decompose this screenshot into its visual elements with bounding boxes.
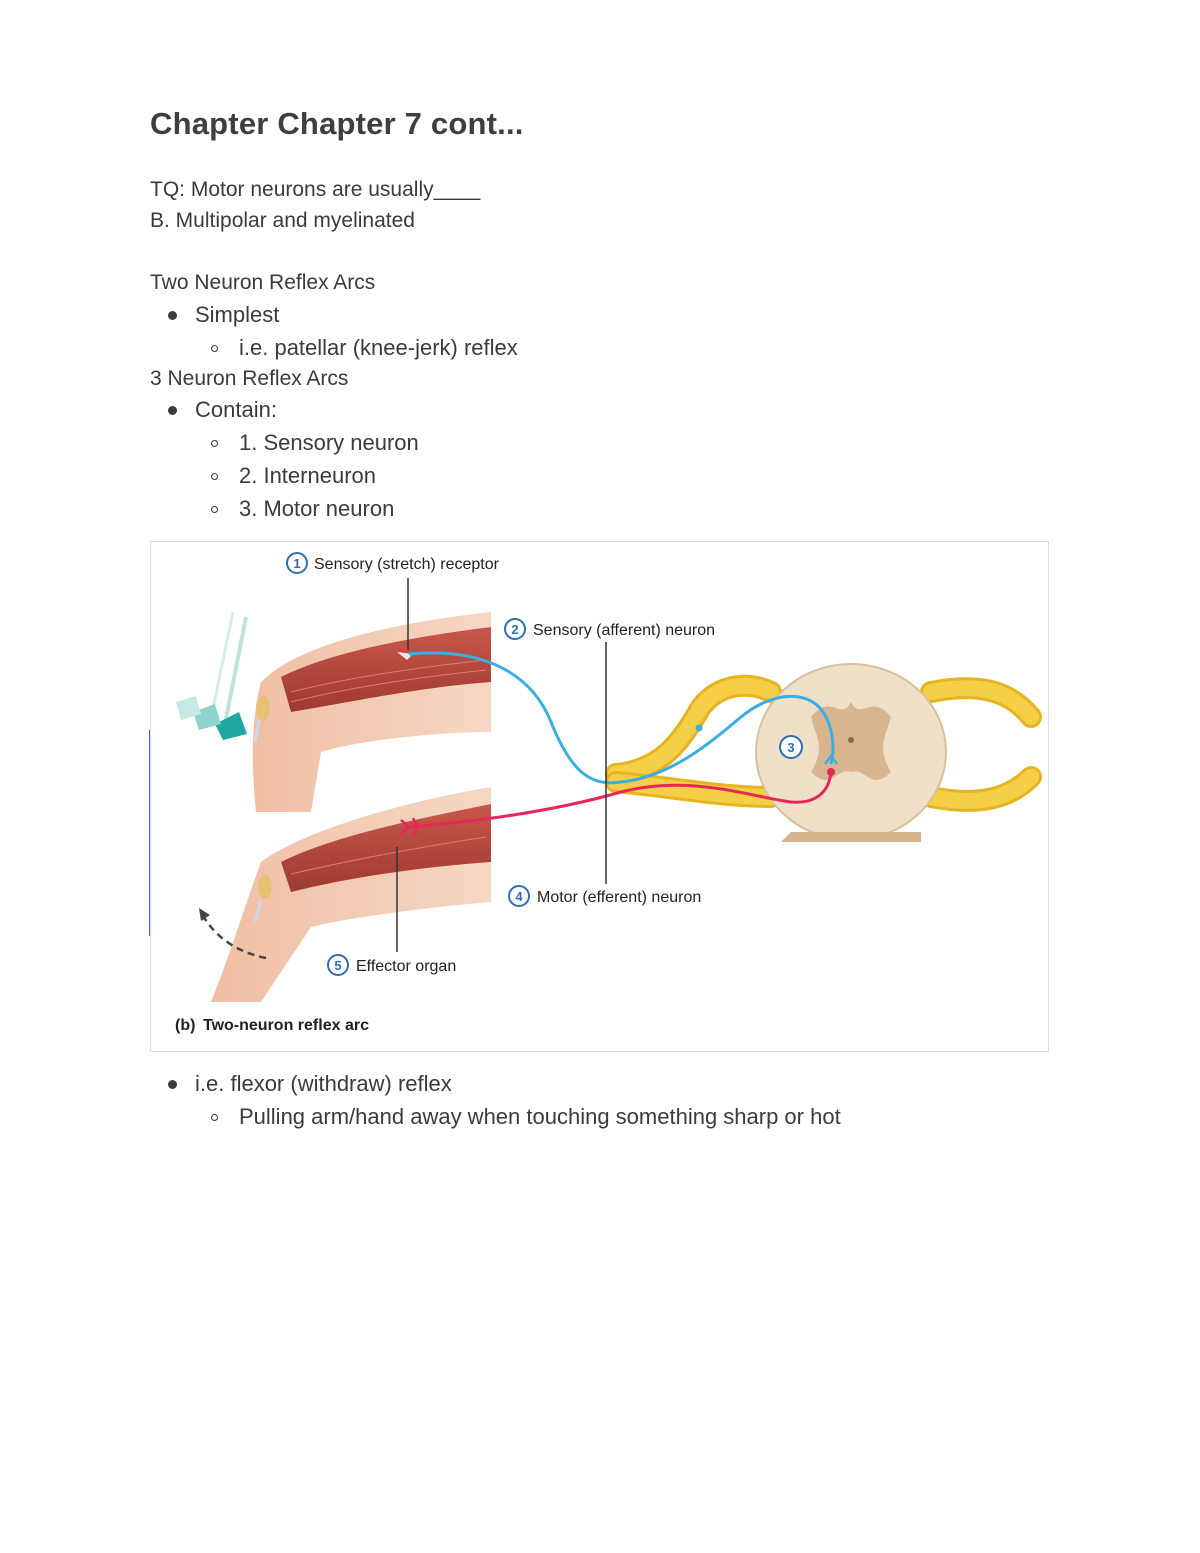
flexor-bullet: i.e. flexor (withdraw) reflex [195, 1071, 452, 1096]
motor-neuron-path [408, 771, 833, 829]
label-text: Motor (efferent) neuron [537, 889, 701, 906]
bullet-circle-icon [211, 506, 218, 513]
three-neuron-item: 1. Sensory neuron [239, 430, 419, 455]
upper-leg-illustration [252, 612, 491, 812]
bullet-dot-icon [168, 311, 177, 320]
sensory-neuron-path [408, 651, 835, 785]
three-neuron-item: 3. Motor neuron [239, 496, 395, 521]
reflex-hammer-icon [176, 611, 248, 740]
lower-leg-illustration [199, 787, 491, 1002]
three-neuron-item: 2. Interneuron [239, 463, 376, 488]
label-sensory-neuron: 2 Sensory (afferent) neuron [504, 618, 715, 640]
figure-caption-prefix: (b) [175, 1017, 195, 1034]
label-text: Sensory (afferent) neuron [533, 622, 715, 639]
bullet-circle-icon [211, 345, 218, 352]
figure-caption: Two-neuron reflex arc [203, 1017, 369, 1034]
reflex-arc-figure: 1 Sensory (stretch) receptor 2 Sensory (… [150, 541, 1049, 1052]
sensory-cell-body [695, 724, 703, 732]
label-sensory-receptor: 1 Sensory (stretch) receptor [286, 552, 500, 574]
two-neuron-bullet: Simplest [195, 302, 280, 327]
bullet-circle-icon [211, 440, 218, 447]
label-number: 1 [293, 556, 300, 571]
flexor-sub: Pulling arm/hand away when touching some… [239, 1104, 841, 1129]
label-number: 4 [515, 889, 523, 904]
spinal-nerve-illustration [605, 674, 1042, 812]
two-neuron-sub: i.e. patellar (knee-jerk) reflex [239, 335, 518, 360]
three-neuron-bullet: Contain: [195, 397, 277, 422]
label-number: 2 [511, 622, 518, 637]
reflex-arc-illustration: 1 Sensory (stretch) receptor 2 Sensory (… [175, 552, 1042, 1034]
motor-cell-body [827, 768, 835, 776]
page-title: Chapter Chapter 7 cont... [150, 106, 524, 141]
label-text: Effector organ [356, 958, 456, 975]
bullet-dot-icon [168, 1080, 177, 1089]
bullet-circle-icon [211, 473, 218, 480]
label-effector-organ: 5 Effector organ [327, 954, 456, 976]
tq-answer: B. Multipolar and myelinated [150, 209, 415, 232]
two-neuron-heading: Two Neuron Reflex Arcs [150, 271, 376, 294]
three-neuron-heading: 3 Neuron Reflex Arcs [150, 367, 349, 390]
label-number: 5 [334, 958, 341, 973]
tq-question: TQ: Motor neurons are usually____ [150, 178, 481, 201]
label-motor-neuron: 4 Motor (efferent) neuron [508, 885, 701, 907]
bullet-circle-icon [211, 1114, 218, 1121]
label-interneuron-number: 3 [779, 735, 803, 759]
bullet-dot-icon [168, 406, 177, 415]
label-text: Sensory (stretch) receptor [314, 556, 500, 573]
label-number: 3 [787, 740, 794, 755]
